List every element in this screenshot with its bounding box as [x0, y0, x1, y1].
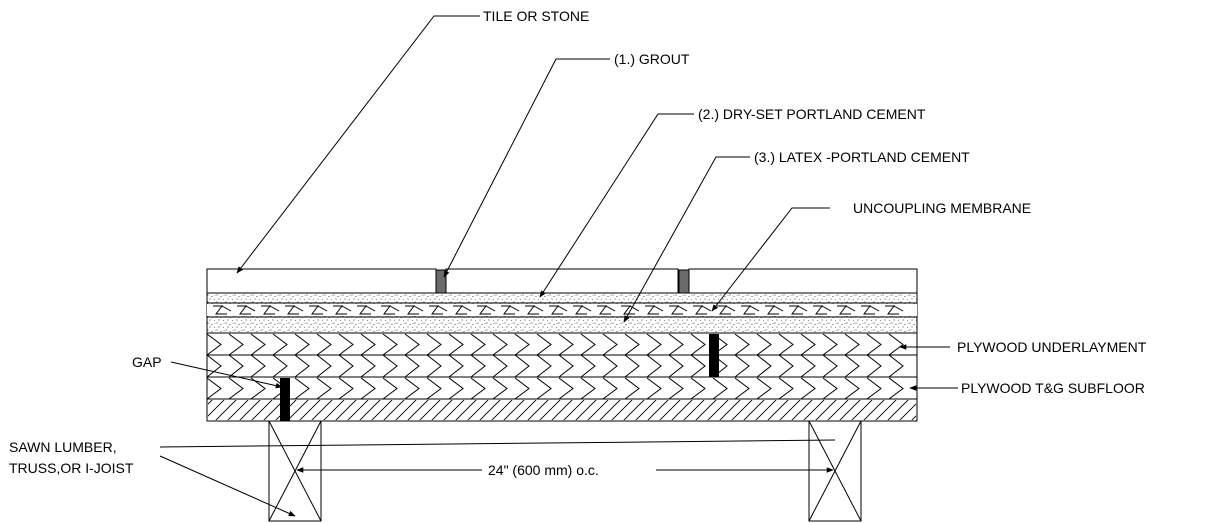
- grout-joint-1: [435, 269, 447, 294]
- label-gap: GAP: [132, 354, 162, 370]
- leaders: [159, 15, 958, 517]
- label-grout: (1.) GROUT: [614, 51, 690, 67]
- mortar-membrane-layer: [206, 292, 918, 334]
- label-joist-line2: TRUSS,OR I-JOIST: [9, 460, 134, 476]
- label-plywood-underlayment: PLYWOOD UNDERLAYMENT: [957, 339, 1147, 355]
- tile-2: [445, 268, 679, 294]
- tile-1: [206, 268, 437, 294]
- plywood-underlayment: [206, 332, 918, 378]
- underlayment-gap: [709, 334, 719, 377]
- label-joist-line1: SAWN LUMBER,: [9, 439, 117, 455]
- label-tile-or-stone: TILE OR STONE: [483, 8, 589, 24]
- label-plywood-subfloor: PLYWOOD T&G SUBFLOOR: [961, 380, 1145, 396]
- label-latex-cement: (3.) LATEX -PORTLAND CEMENT: [754, 149, 970, 165]
- subfloor-gap: [280, 378, 290, 421]
- membrane-zigzag: [213, 305, 904, 315]
- label-uncoupling-membrane: UNCOUPLING MEMBRANE: [853, 200, 1031, 216]
- tile-3: [688, 268, 918, 294]
- tile-layer: [206, 268, 918, 294]
- grout-joint-2: [678, 269, 690, 294]
- label-dry-set-cement: (2.) DRY-SET PORTLAND CEMENT: [698, 106, 926, 122]
- labels: TILE OR STONE (1.) GROUT (2.) DRY-SET PO…: [9, 8, 1147, 478]
- joists: [268, 420, 862, 522]
- label-joist-spacing: 24" (600 mm) o.c.: [488, 462, 599, 478]
- plywood-subfloor: [206, 376, 918, 422]
